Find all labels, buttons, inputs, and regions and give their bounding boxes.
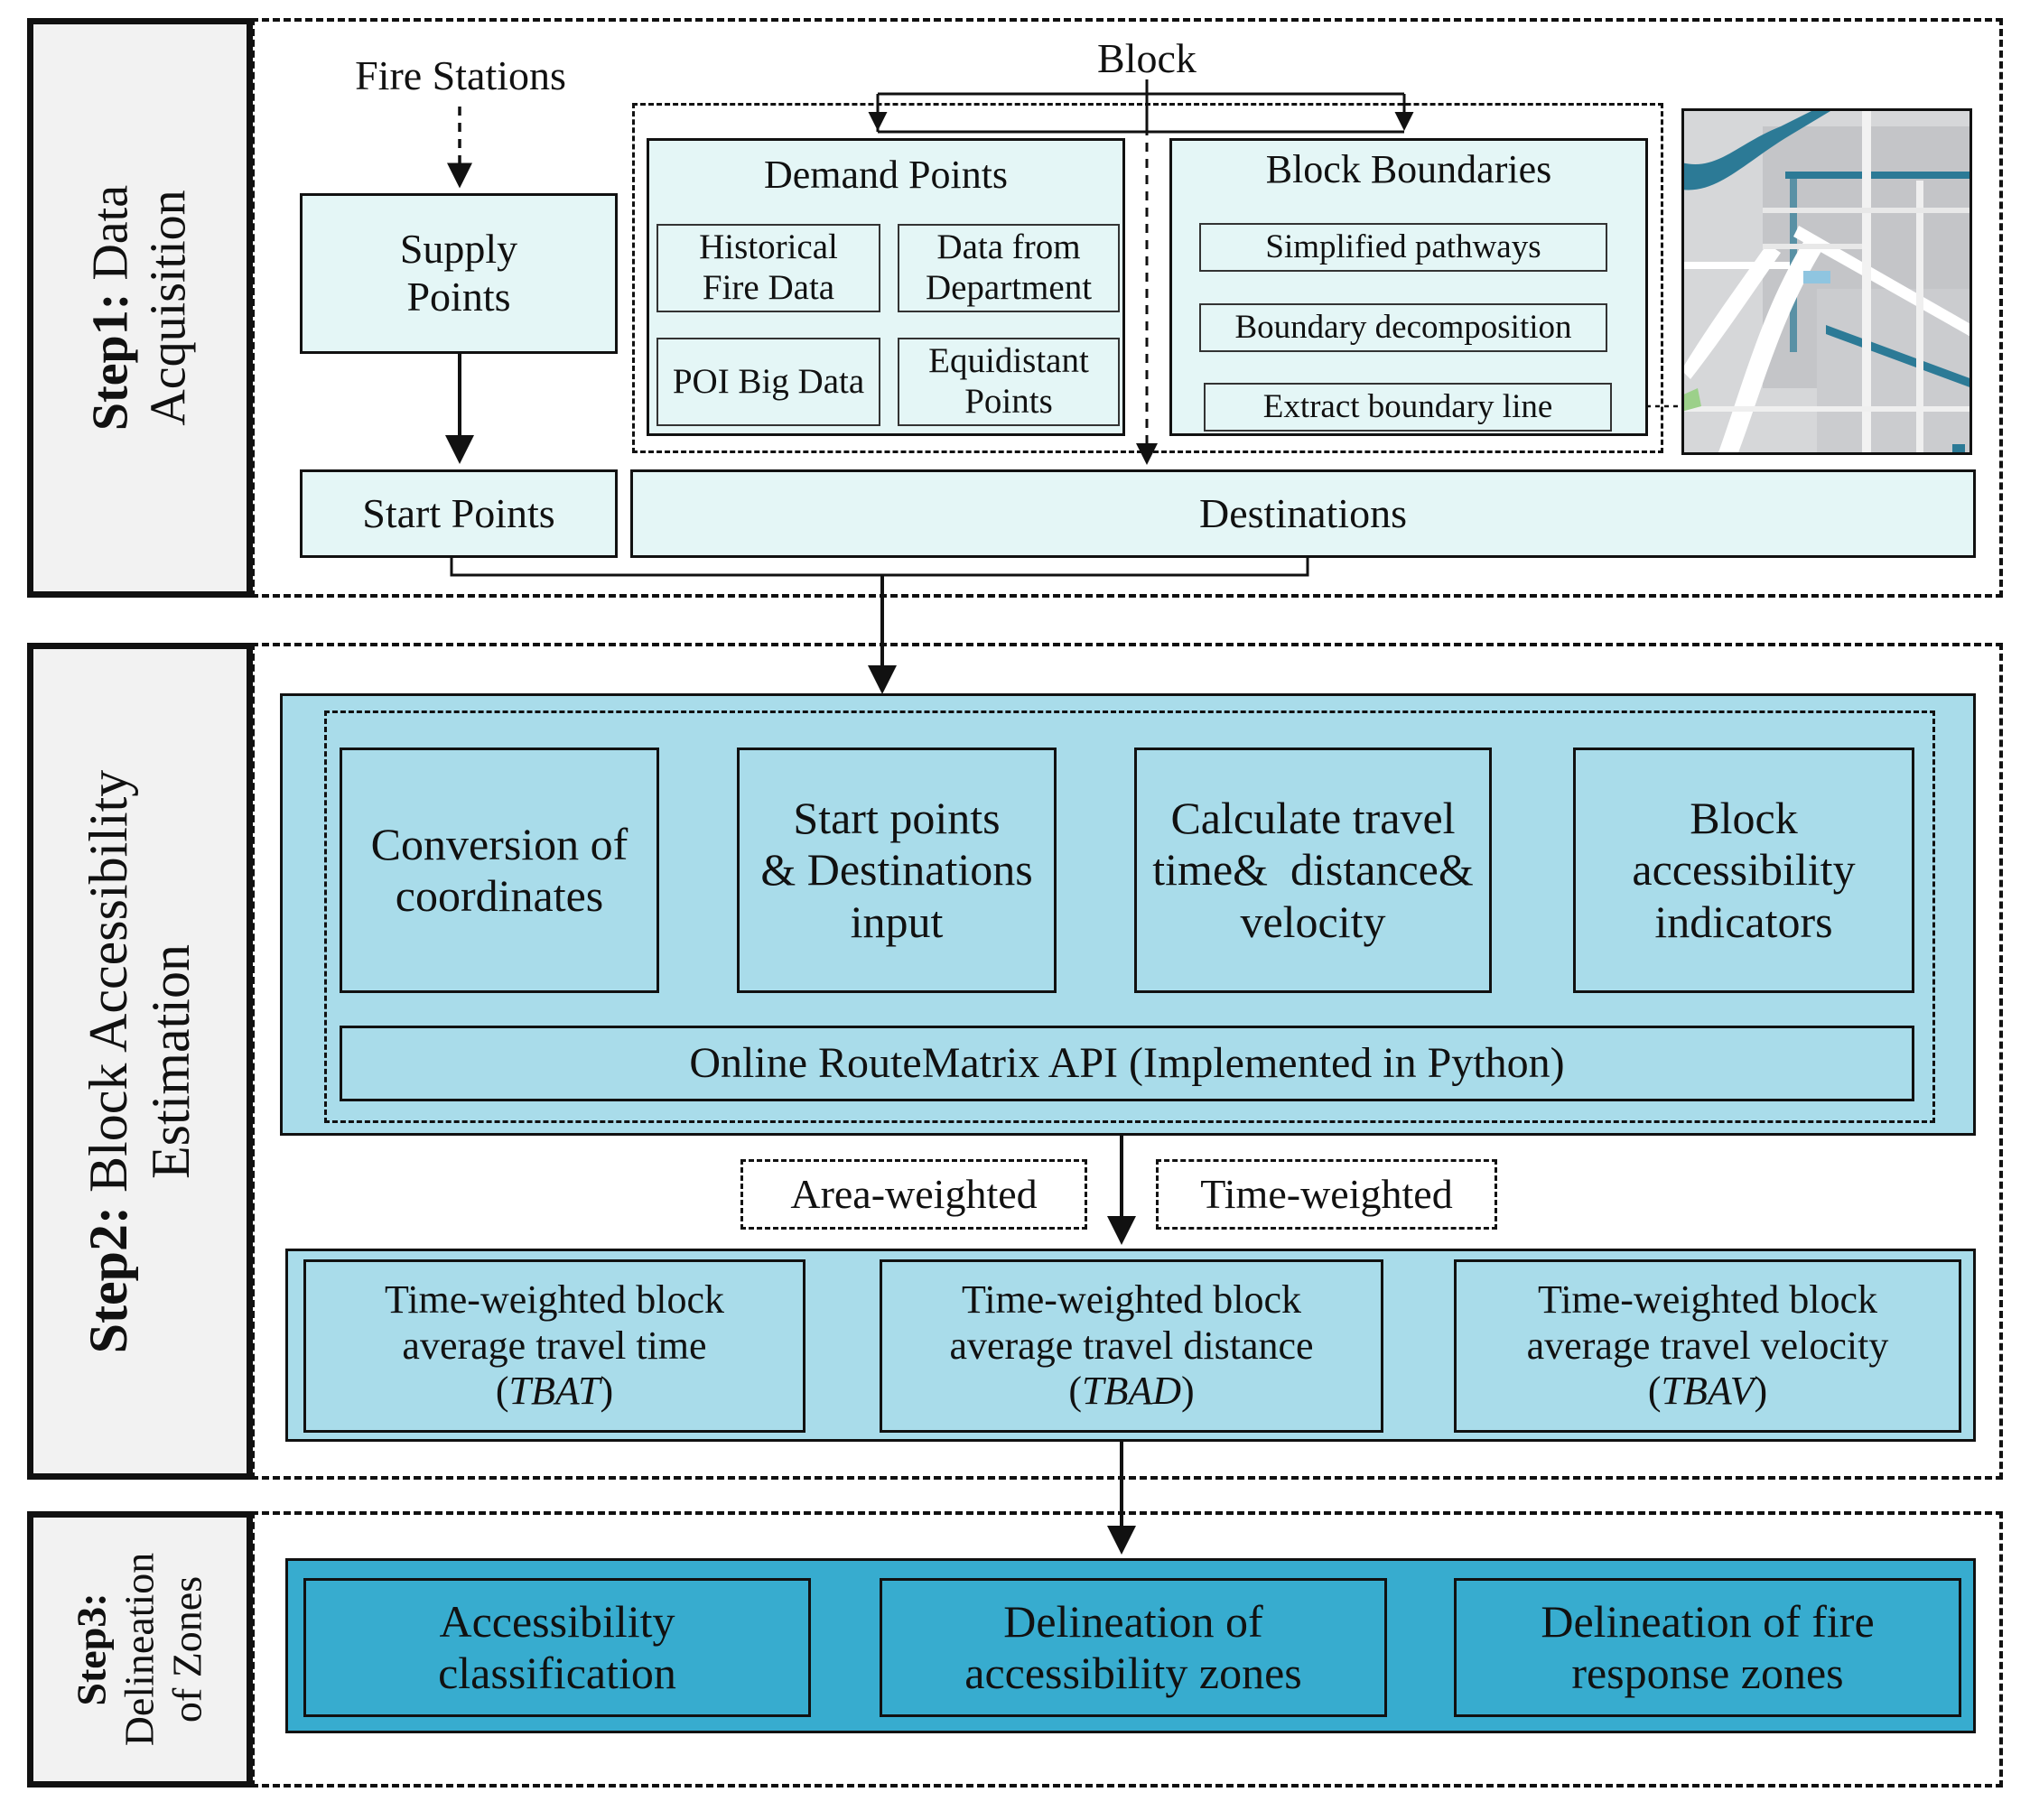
- merge-line: [450, 558, 1309, 577]
- step2-title: Step2: Block Accessibility Estimation: [79, 769, 200, 1353]
- block-boundaries-box: Block Boundaries Simplified pathways Bou…: [1169, 138, 1648, 436]
- step1-title: Step1: Data Acquisition: [82, 184, 197, 432]
- boundary-decomposition-box: Boundary decomposition: [1199, 303, 1607, 352]
- step1-tab: Step1: Data Acquisition: [27, 18, 253, 598]
- block-map-image: [1681, 108, 1972, 455]
- destinations-box: Destinations: [630, 469, 1976, 558]
- simplified-pathways-box: Simplified pathways: [1199, 223, 1607, 272]
- start-points-box: Start Points: [300, 469, 618, 558]
- step2-tab: Step2: Block Accessibility Estimation: [27, 643, 253, 1480]
- step3-frame: [251, 1511, 2003, 1788]
- time-weighted-label: Time-weighted: [1156, 1159, 1497, 1230]
- block-boundaries-title: Block Boundaries: [1265, 146, 1552, 191]
- extract-boundary-line-box: Extract boundary line: [1204, 383, 1612, 432]
- step2-frame: [251, 643, 2003, 1480]
- routematrix-api-box: Online RouteMatrix API (Implemented in P…: [340, 1026, 1914, 1101]
- demand-boundary-dashed-group: [632, 103, 1663, 453]
- step3-title: Step3: Delineation of Zones: [68, 1552, 210, 1747]
- step1-frame: [251, 18, 2003, 598]
- process-dashed-inner: [324, 710, 1935, 1123]
- block-label: Block: [1097, 34, 1197, 81]
- fire-stations-label: Fire Stations: [355, 51, 566, 98]
- poi-big-data-box: POI Big Data: [656, 338, 880, 426]
- step3-tab: Step3: Delineation of Zones: [27, 1511, 253, 1788]
- demand-points-title: Demand Points: [763, 152, 1009, 197]
- area-weighted-label: Area-weighted: [740, 1159, 1087, 1230]
